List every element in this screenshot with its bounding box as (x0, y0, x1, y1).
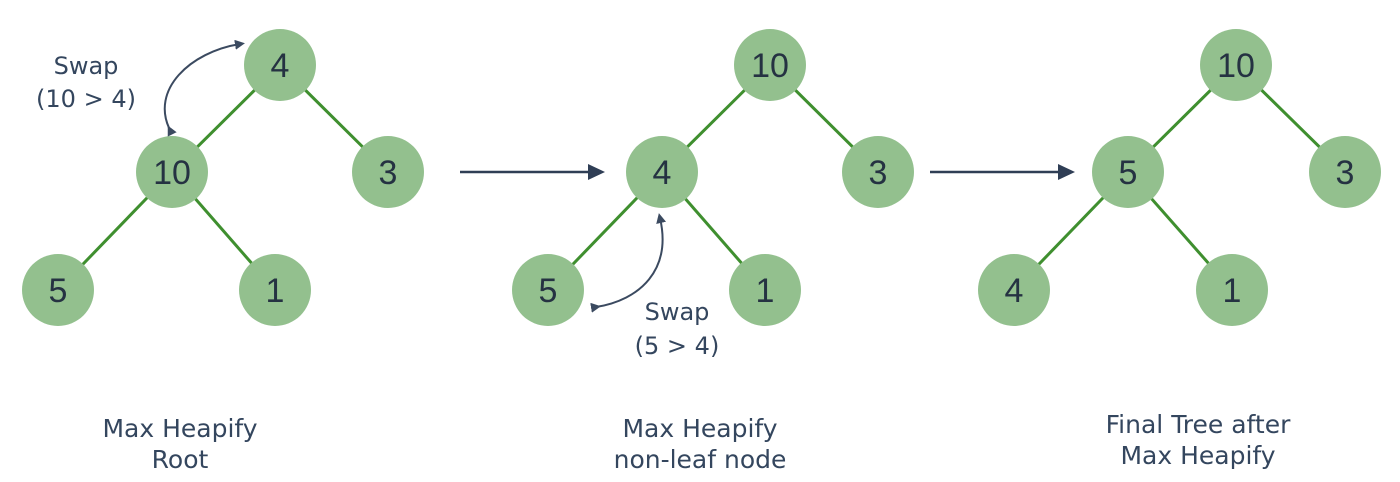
svg-text:1: 1 (1223, 272, 1242, 310)
swap-label-line2: (10 > 4) (36, 85, 136, 113)
tree-node: 4 (978, 254, 1050, 326)
svg-text:5: 5 (539, 272, 558, 310)
tree-node: 5 (512, 254, 584, 326)
swap-label-line1: Swap (645, 298, 710, 326)
tree-node: 1 (729, 254, 801, 326)
tree-node: 3 (1309, 136, 1381, 208)
tree-node: 4 (626, 136, 698, 208)
swap-arrow (590, 213, 666, 313)
tree-node: 10 (734, 29, 806, 101)
svg-text:10: 10 (153, 154, 191, 192)
transition-arrow (930, 164, 1075, 180)
tree-node: 4 (244, 29, 316, 101)
swap-arrow (163, 39, 245, 137)
svg-text:10: 10 (1217, 47, 1255, 85)
tree-node: 1 (239, 254, 311, 326)
tree-node: 3 (352, 136, 424, 208)
tree-node: 10 (1200, 29, 1272, 101)
svg-text:5: 5 (49, 272, 68, 310)
svg-text:5: 5 (1119, 154, 1138, 192)
panel-2: 10 4 3 5 1 Swap (5 > 4) Max Heapify non-… (512, 29, 914, 474)
caption-line2: Root (152, 445, 209, 474)
svg-text:10: 10 (751, 47, 789, 85)
caption-line1: Final Tree after (1106, 410, 1291, 439)
tree-node: 5 (1092, 136, 1164, 208)
tree-node: 5 (22, 254, 94, 326)
tree-node: 10 (136, 136, 208, 208)
swap-label-line1: Swap (54, 52, 119, 80)
caption-line2: Max Heapify (1120, 441, 1275, 470)
svg-text:1: 1 (266, 272, 285, 310)
svg-text:4: 4 (653, 154, 672, 192)
tree-node: 1 (1196, 254, 1268, 326)
svg-text:4: 4 (271, 47, 290, 85)
panel-1: 4 10 3 5 1 Swap (10 > 4) Max Heapify Roo… (22, 29, 424, 474)
panel-3: 10 5 3 4 1 Final Tree after Max Heapify (978, 29, 1381, 470)
caption-line1: Max Heapify (102, 414, 257, 443)
svg-text:1: 1 (756, 272, 775, 310)
transition-arrow (460, 164, 605, 180)
caption-line1: Max Heapify (622, 414, 777, 443)
svg-text:3: 3 (379, 154, 398, 192)
svg-text:4: 4 (1005, 272, 1024, 310)
tree-node: 3 (842, 136, 914, 208)
caption-line2: non-leaf node (614, 445, 787, 474)
svg-text:3: 3 (1336, 154, 1355, 192)
swap-label-line2: (5 > 4) (635, 332, 720, 360)
svg-text:3: 3 (869, 154, 888, 192)
